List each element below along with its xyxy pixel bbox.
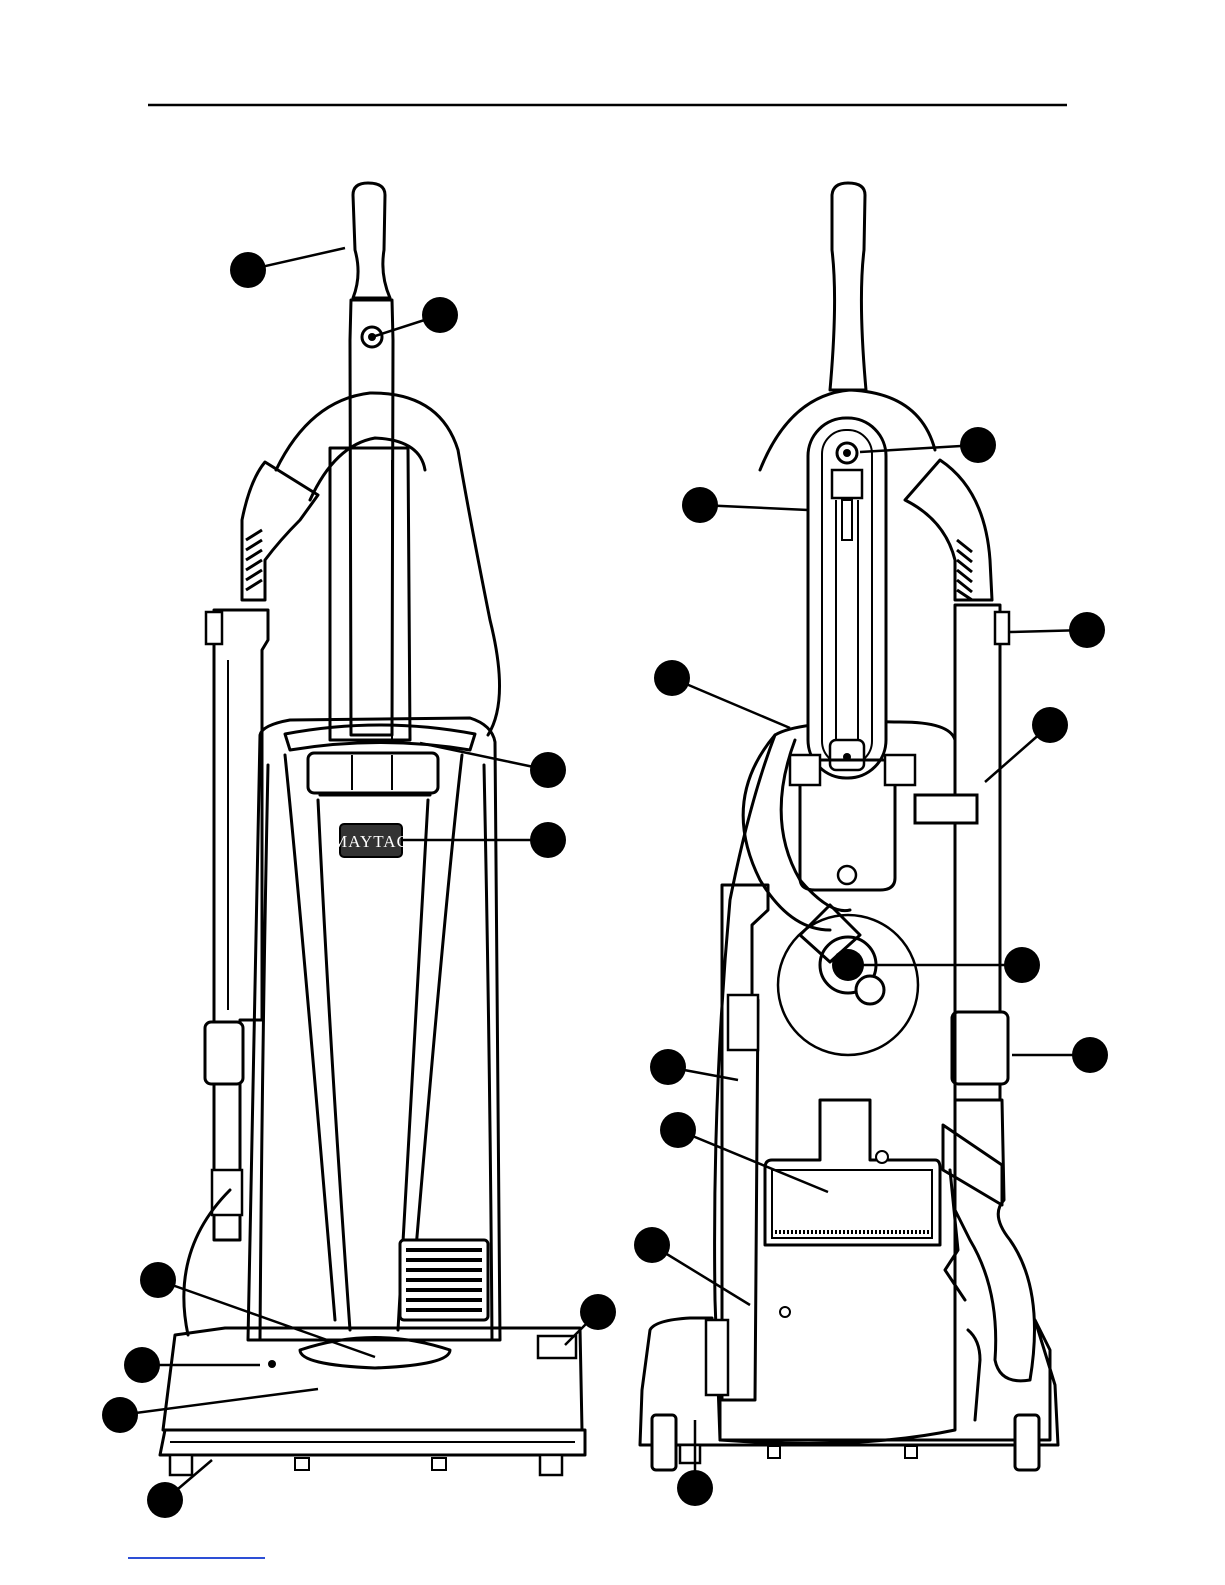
wand-coupler [205, 1022, 243, 1084]
callout-marker [660, 1112, 696, 1148]
callout-marker [677, 1470, 713, 1506]
nozzle-base [163, 1328, 582, 1430]
hose-cuff-left [242, 462, 318, 600]
callout-marker [1072, 1037, 1108, 1073]
height-pedal [300, 1338, 450, 1369]
callout-marker [530, 752, 566, 788]
callout-marker [654, 660, 690, 696]
callout-marker [960, 427, 996, 463]
callout-marker [140, 1262, 176, 1298]
callout-marker [650, 1049, 686, 1085]
wheel-right [540, 1455, 562, 1475]
rear-handle [830, 183, 866, 390]
callout-marker [1004, 947, 1040, 983]
exhaust-grille [400, 1240, 488, 1320]
cord-release-tab [915, 795, 977, 823]
callout-marker [682, 487, 718, 523]
callout-marker [580, 1294, 616, 1330]
callout-marker [230, 252, 266, 288]
callout-marker [102, 1397, 138, 1433]
rear-wheel-right [1015, 1415, 1039, 1470]
rear-wand-coupler [952, 1012, 1008, 1084]
hose-loop [276, 393, 500, 735]
vent-slots-left [246, 530, 262, 590]
wand-clip-upper [206, 612, 222, 644]
rear-body [715, 722, 955, 1444]
callout-marker [147, 1482, 183, 1518]
callout-marker [634, 1227, 670, 1263]
wand-tube-left [214, 610, 268, 1240]
handle-grip [353, 183, 390, 298]
callout-marker [1069, 612, 1105, 648]
wheel-left [170, 1455, 192, 1475]
callout-marker [422, 297, 458, 333]
vent-slots-right [957, 540, 972, 600]
callout-marker [1032, 707, 1068, 743]
handle-tube [350, 300, 393, 735]
callout-marker [124, 1347, 160, 1383]
callout-marker [530, 822, 566, 858]
front-view: MAYTAG [160, 183, 585, 1475]
rear-wheel-left [652, 1415, 676, 1470]
brand-label: MAYTAG [332, 832, 410, 851]
